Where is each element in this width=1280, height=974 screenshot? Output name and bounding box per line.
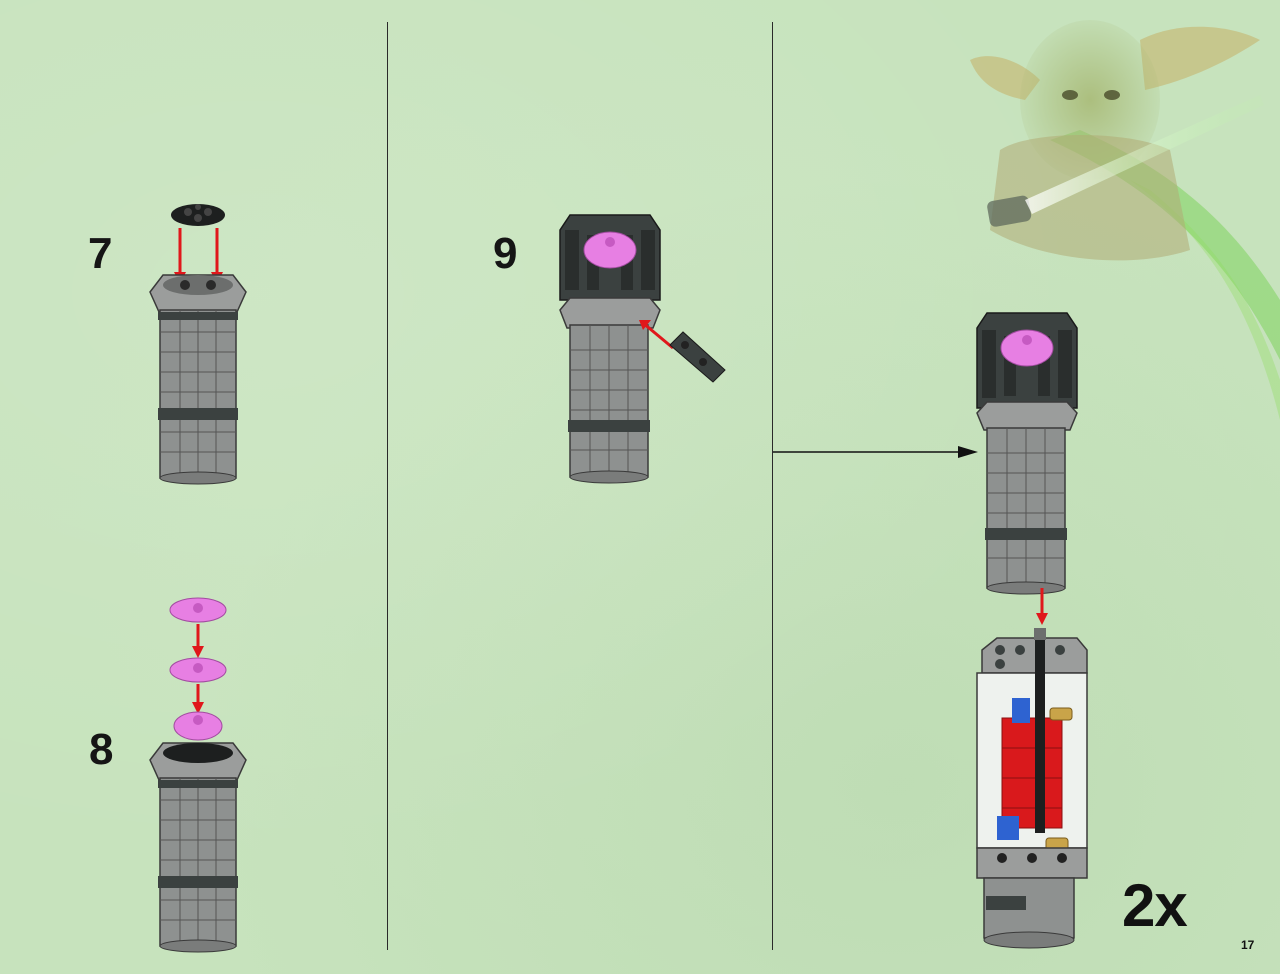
- base-component-illustration: [976, 628, 1088, 949]
- step-8-illustration: [149, 597, 247, 953]
- column-divider: [387, 22, 388, 950]
- step-number: 8: [89, 725, 114, 774]
- step-number: 7: [88, 229, 113, 278]
- black-arrow-icon: [773, 446, 978, 458]
- step-9-illustration: [559, 214, 726, 484]
- yoda-artwork: [970, 20, 1280, 420]
- assembled-tower-illustration: [976, 312, 1078, 595]
- step-number: 9: [493, 229, 518, 278]
- column-divider: [772, 22, 773, 950]
- quantity-label: 2x: [1122, 872, 1188, 939]
- red-arrow-icon: [642, 321, 674, 350]
- red-arrow-icon: [1036, 588, 1048, 625]
- page-number: 17: [1241, 938, 1255, 952]
- step-7-illustration: [149, 204, 247, 485]
